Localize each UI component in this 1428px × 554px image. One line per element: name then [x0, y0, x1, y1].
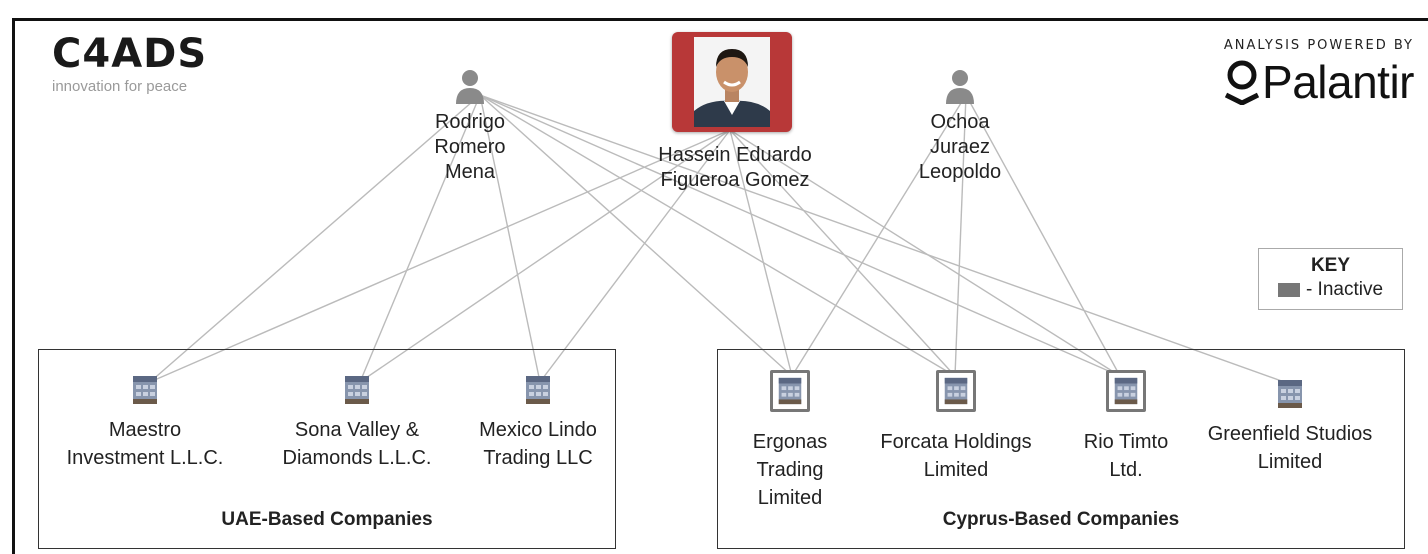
company-greenfield[interactable]: Greenfield Studios Limited [1188, 378, 1392, 476]
palantir-icon [1224, 60, 1260, 105]
building-icon [133, 376, 157, 404]
person-name-line: Hassein Eduardo [658, 144, 812, 166]
palantir-name: Palantir [1262, 56, 1414, 108]
legend-key: KEY - Inactive [1258, 248, 1403, 310]
link-ochoa-ergonas [791, 94, 967, 377]
portrait-image [694, 37, 770, 127]
company-name-line: Trading LLC [483, 447, 593, 469]
building-icon [778, 377, 802, 405]
person-ochoa[interactable]: Ochoa Juraez Leopoldo [898, 66, 1022, 185]
link-hassein-mexico [539, 129, 731, 383]
link-ochoa-rio [965, 94, 1121, 377]
company-ergonas[interactable]: Ergonas Trading Limited [730, 370, 850, 512]
legend-item-inactive: - Inactive [1259, 279, 1402, 301]
company-name-line: Diamonds L.L.C. [282, 447, 432, 469]
company-sona-valley[interactable]: Sona Valley & Diamonds L.L.C. [262, 374, 452, 472]
link-hassein-sona [359, 129, 731, 383]
building-icon [526, 376, 550, 404]
person-icon [456, 70, 484, 104]
company-name-line: Sona Valley & [294, 419, 420, 441]
link-hassein-rio [729, 129, 1121, 377]
person-name-line: Leopoldo [918, 161, 1002, 183]
c4ads-brand: C4ADS innovation for peace [52, 34, 207, 95]
company-mexico-lindo[interactable]: Mexico Lindo Trading LLC [458, 374, 618, 472]
person-name-line: Juraez [929, 136, 991, 158]
link-hassein-ergonas [729, 129, 793, 377]
building-icon [944, 377, 968, 405]
link-hassein-maestro [149, 129, 731, 383]
inactive-marker [936, 370, 976, 412]
inactive-marker [770, 370, 810, 412]
company-maestro[interactable]: Maestro Investment L.L.C. [63, 374, 227, 472]
palantir-logo: Palantir [1222, 59, 1414, 105]
person-rodrigo[interactable]: Rodrigo Romero Mena [408, 66, 532, 185]
legend-item-label: - Inactive [1305, 279, 1384, 300]
hassein-photo[interactable] [672, 32, 792, 132]
company-forcata[interactable]: Forcata Holdings Limited [856, 370, 1056, 484]
company-name-line: Ltd. [1109, 459, 1143, 481]
powered-by-caption: ANALYSIS POWERED BY [1223, 38, 1414, 53]
person-name-line: Mena [444, 161, 496, 183]
inactive-swatch [1277, 283, 1300, 297]
company-name-line: Limited [1257, 451, 1323, 473]
person-name-line: Ochoa [930, 111, 990, 133]
link-rodrigo-forcata [479, 94, 956, 377]
link-rodrigo-rio [479, 94, 1121, 377]
company-name-line: Limited [923, 459, 989, 481]
company-rio-timto[interactable]: Rio Timto Ltd. [1066, 370, 1186, 484]
company-name-line: Ergonas [752, 431, 828, 453]
powered-by: ANALYSIS POWERED BY Palantir [1222, 38, 1414, 105]
company-name-line: Forcata Holdings [880, 431, 1032, 453]
building-icon [1278, 380, 1302, 408]
person-name-line: Figueroa Gomez [660, 169, 810, 191]
company-name-line: Greenfield Studios [1207, 423, 1373, 445]
link-ochoa-forcata [954, 94, 967, 377]
company-name-line: Mexico Lindo [479, 419, 597, 441]
person-name-line: Romero [434, 136, 506, 158]
c4ads-tagline: innovation for peace [52, 78, 188, 95]
company-name-line: Rio Timto [1083, 431, 1169, 453]
person-name-line: Rodrigo [434, 111, 506, 133]
company-name-line: Trading [756, 459, 824, 481]
link-rodrigo-ergonas [479, 94, 793, 377]
link-rodrigo-maestro [149, 94, 481, 383]
uae-group-label: UAE-Based Companies [221, 509, 433, 530]
c4ads-logo: C4ADS [52, 31, 208, 77]
building-icon [1114, 377, 1138, 405]
company-name-line: Maestro [108, 419, 182, 441]
company-name-line: Investment L.L.C. [66, 447, 224, 469]
person-icon [946, 70, 974, 104]
cyprus-group-box: Cyprus-Based Companies [717, 349, 1405, 549]
link-rodrigo-greenfield [479, 94, 1291, 385]
inactive-marker [1106, 370, 1146, 412]
company-name-line: Limited [757, 487, 823, 509]
link-rodrigo-mexico [479, 94, 541, 383]
person-hassein[interactable]: Hassein Eduardo Figueroa Gomez [620, 143, 850, 193]
link-hassein-forcata [729, 129, 956, 377]
cyprus-group-label: Cyprus-Based Companies [942, 509, 1180, 530]
uae-group-box: UAE-Based Companies [38, 349, 616, 549]
legend-title: KEY [1310, 255, 1351, 276]
link-rodrigo-sona [359, 94, 481, 383]
building-icon [345, 376, 369, 404]
diagram-frame [12, 18, 1428, 554]
